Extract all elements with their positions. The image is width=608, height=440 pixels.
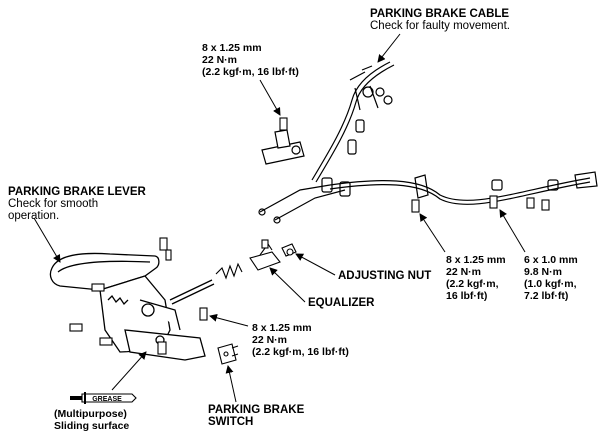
torque-right-a-alt1: (2.2 kgf·m, <box>446 278 499 290</box>
lever-note-1: Check for smooth <box>8 198 99 210</box>
parking-brake-lever <box>49 252 215 361</box>
grease-tube-icon: GREASE <box>70 392 137 404</box>
switch-line-1: PARKING BRAKE <box>208 404 305 416</box>
torque-right-a-nm: 22 N·m <box>446 266 482 278</box>
torque-right-b-nm: 9.8 N·m <box>524 266 562 278</box>
switch-line-2: SWITCH <box>208 416 254 428</box>
cable-title: PARKING BRAKE CABLE <box>370 8 510 20</box>
leader-lines <box>33 33 526 403</box>
cable-note: Check for faulty movement. <box>370 20 510 32</box>
torque-mid-nm: 22 N·m <box>252 334 288 346</box>
lever-bolts <box>69 237 208 355</box>
grease-line-1: (Multipurpose) <box>54 408 127 420</box>
torque-right-b-alt1: (1.0 kgf·m, <box>524 278 577 290</box>
grease-line-2: Sliding surface <box>54 420 130 432</box>
torque-right-b-size: 6 x 1.0 mm <box>524 254 578 266</box>
adjusting-nut-label: ADJUSTING NUT <box>338 270 432 282</box>
torque-right-b-alt2: 7.2 lbf·ft) <box>524 290 569 302</box>
parking-brake-switch <box>217 343 239 365</box>
lever-title: PARKING BRAKE LEVER <box>8 186 146 198</box>
grease-tube-label: GREASE <box>92 396 122 403</box>
cable-mount-bracket <box>261 129 305 165</box>
torque-mid-alt: (2.2 kgf·m, 16 lbf·ft) <box>252 346 349 358</box>
torque-right-a-alt2: 16 lbf·ft) <box>446 290 488 302</box>
torque-right-a-size: 8 x 1.25 mm <box>446 254 506 266</box>
lever-note-2: operation. <box>8 210 60 222</box>
torque-top-size: 8 x 1.25 mm <box>202 42 262 54</box>
torque-top-nm: 22 N·m <box>202 54 238 66</box>
equalizer-label: EQUALIZER <box>308 297 375 309</box>
parking-brake-cable <box>258 61 598 224</box>
torque-top-alt: (2.2 kgf·m, 16 lbf·ft) <box>202 66 299 78</box>
equalizer-assembly <box>215 239 297 280</box>
torque-mid-size: 8 x 1.25 mm <box>252 322 312 334</box>
